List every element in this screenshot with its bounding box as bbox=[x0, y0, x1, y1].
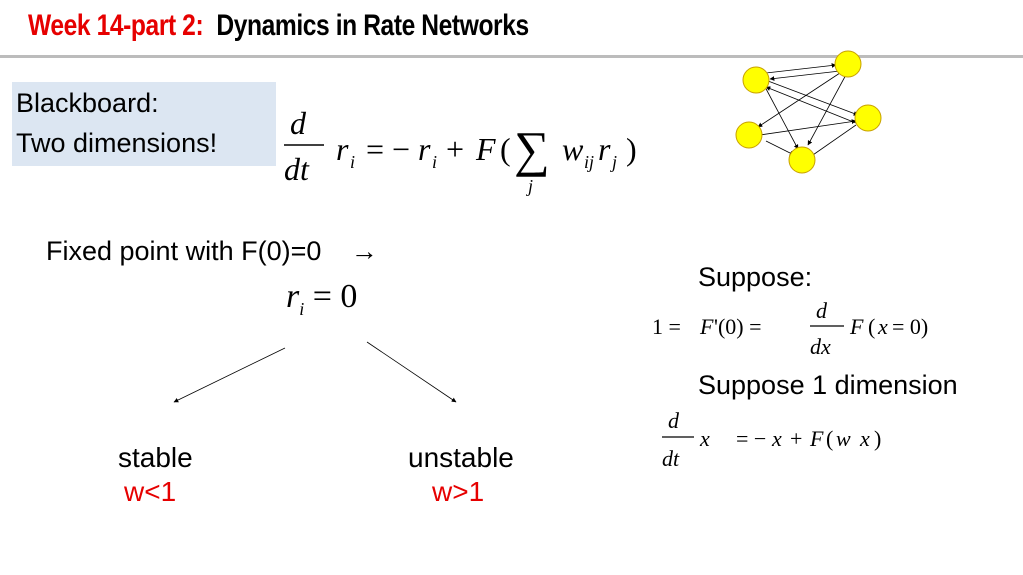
blackboard-box bbox=[12, 82, 276, 166]
svg-text:r: r bbox=[598, 131, 611, 167]
svg-text:(: ( bbox=[826, 426, 833, 451]
fixed-point-equation: ri = 0 bbox=[286, 278, 358, 319]
network-node bbox=[788, 146, 816, 174]
implies-arrow: → bbox=[350, 236, 378, 266]
svg-text:r: r bbox=[336, 131, 349, 167]
one-dimension-equation: d dt x = − x + F ( w x ) bbox=[662, 408, 881, 471]
svg-text:(: ( bbox=[868, 314, 875, 339]
svg-text:w: w bbox=[562, 131, 584, 167]
slide-title: Week 14-part 2: Dynamics in Rate Network… bbox=[28, 4, 529, 48]
rate-equation: d dt r i = − r i + F ( ∑ j w ij r j ) bbox=[284, 105, 637, 196]
svg-text:= −: = − bbox=[736, 426, 766, 451]
network-node bbox=[854, 104, 882, 132]
title-main: Dynamics in Rate Networks bbox=[216, 9, 529, 42]
title-part: Week 14-part 2: bbox=[28, 9, 204, 42]
svg-text:dt: dt bbox=[284, 151, 310, 187]
network-node bbox=[742, 66, 770, 94]
svg-text:ij: ij bbox=[584, 152, 594, 172]
svg-text:F: F bbox=[475, 131, 496, 167]
unstable-condition: w>1 bbox=[432, 476, 485, 507]
svg-text:r: r bbox=[418, 131, 431, 167]
blackboard-label: Blackboard: bbox=[16, 88, 159, 118]
svg-text:d: d bbox=[290, 105, 307, 141]
svg-text:+: + bbox=[790, 426, 802, 451]
svg-text:): ) bbox=[626, 131, 637, 167]
network-node bbox=[834, 50, 862, 78]
svg-text:x: x bbox=[877, 314, 888, 339]
svg-text:x: x bbox=[699, 426, 710, 451]
suppose-label: Suppose: bbox=[698, 262, 813, 292]
svg-text:∑: ∑ bbox=[514, 121, 550, 177]
fixed-point-text: Fixed point with F(0)=0 → bbox=[46, 236, 378, 267]
svg-text:d: d bbox=[668, 408, 680, 433]
svg-text:(: ( bbox=[500, 131, 511, 167]
svg-text:w: w bbox=[836, 426, 851, 451]
network-diagram bbox=[735, 50, 882, 174]
branch-arrows bbox=[173, 341, 457, 403]
title-divider bbox=[0, 55, 1023, 58]
svg-text:d: d bbox=[816, 298, 828, 323]
svg-text:j: j bbox=[526, 176, 533, 196]
unstable-label: unstable bbox=[408, 442, 514, 473]
stable-condition: w<1 bbox=[124, 476, 177, 507]
svg-text:x: x bbox=[859, 426, 870, 451]
svg-text:j: j bbox=[610, 152, 617, 172]
suppose-one-dimension-label: Suppose 1 dimension bbox=[698, 370, 958, 400]
svg-text:= −: = − bbox=[366, 131, 410, 167]
fixed-point-label: Fixed point with F(0)=0 bbox=[46, 236, 322, 266]
svg-text:i: i bbox=[350, 152, 355, 172]
svg-text:x: x bbox=[771, 426, 782, 451]
svg-text:F: F bbox=[809, 426, 824, 451]
svg-text:F: F bbox=[699, 314, 714, 339]
two-dimensions-label: Two dimensions! bbox=[16, 128, 218, 158]
svg-text:+: + bbox=[446, 131, 464, 167]
svg-text:): ) bbox=[874, 426, 881, 451]
svg-text:= 0): = 0) bbox=[892, 314, 928, 339]
stable-label: stable bbox=[118, 442, 193, 473]
svg-text:dt: dt bbox=[662, 446, 680, 471]
network-node bbox=[735, 121, 763, 149]
derivative-condition-equation: 1 = F '(0) = d dx F ( x = 0) bbox=[652, 298, 928, 359]
svg-text:'(0) =: '(0) = bbox=[714, 314, 762, 339]
svg-text:i: i bbox=[432, 152, 437, 172]
svg-text:F: F bbox=[849, 314, 864, 339]
svg-text:dx: dx bbox=[810, 334, 831, 359]
svg-text:1 =: 1 = bbox=[652, 314, 681, 339]
